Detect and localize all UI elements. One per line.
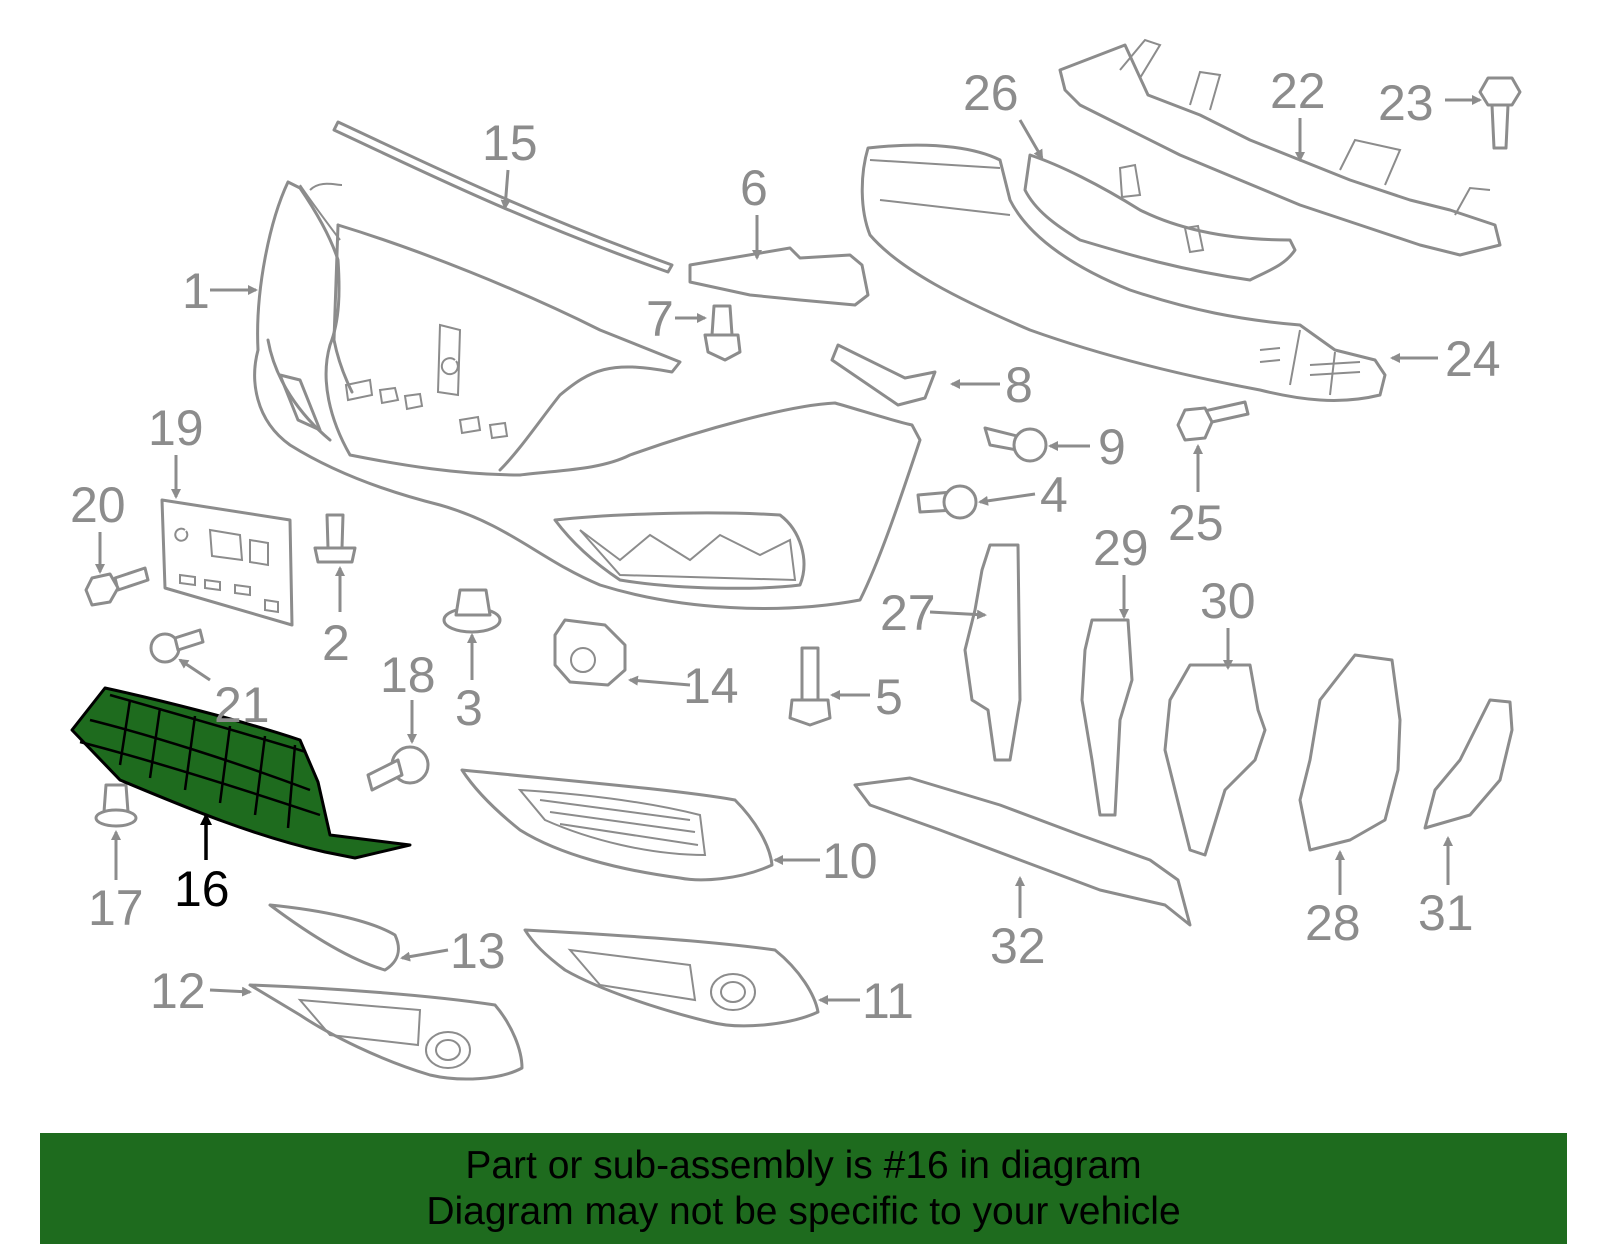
callout-18: 18 <box>380 647 436 703</box>
callout-labels: 1 2 3 4 5 6 7 8 9 10 11 12 13 14 15 16 1… <box>70 63 1501 1029</box>
callout-16: 16 <box>174 861 230 917</box>
part-27-bracket <box>963 543 1022 762</box>
leader-lines <box>95 95 1482 1005</box>
part-17-clip <box>94 783 138 828</box>
part-32-lower-bar <box>853 776 1192 927</box>
part-23-bolt <box>1478 76 1522 150</box>
callout-30: 30 <box>1200 573 1256 629</box>
callout-19: 19 <box>148 400 204 456</box>
callout-17: 17 <box>88 880 144 936</box>
callout-13: 13 <box>450 923 506 979</box>
callout-14: 14 <box>683 658 739 714</box>
callout-26: 26 <box>963 65 1019 121</box>
callout-24: 24 <box>1445 331 1501 387</box>
part-15-molding <box>332 120 674 274</box>
callout-6: 6 <box>740 160 768 216</box>
callout-31: 31 <box>1418 885 1474 941</box>
callout-32: 32 <box>990 918 1046 974</box>
part-29-bracket <box>1080 618 1134 817</box>
part-31-bracket <box>1423 698 1514 830</box>
callout-9: 9 <box>1098 419 1126 475</box>
part-26-absorber <box>1023 153 1297 282</box>
part-28-bracket <box>1298 653 1402 852</box>
part-2-clip <box>313 513 357 564</box>
part-4-clip <box>916 484 978 520</box>
callout-25: 25 <box>1168 495 1224 551</box>
callout-28: 28 <box>1305 895 1361 951</box>
callout-27: 27 <box>880 585 936 641</box>
callout-4: 4 <box>1040 467 1068 523</box>
banner-line-disclaimer: Diagram may not be specific to your vehi… <box>426 1189 1181 1233</box>
callout-8: 8 <box>1005 357 1033 413</box>
callout-7: 7 <box>646 291 674 347</box>
callout-22: 22 <box>1270 63 1326 119</box>
part-12-fog-garnish <box>248 983 524 1081</box>
callout-23: 23 <box>1378 75 1434 131</box>
part-21-screw <box>149 628 205 664</box>
part-14-sensor-holder <box>553 618 627 687</box>
info-banner: Part or sub-assembly is #16 in diagram D… <box>40 1133 1567 1244</box>
part-20-bolt <box>84 566 150 607</box>
part-25-bolt <box>1176 400 1250 442</box>
callout-21: 21 <box>214 677 270 733</box>
part-30-bracket <box>1163 663 1267 857</box>
part-19-plate-bracket <box>160 498 294 627</box>
part-3-clip <box>442 588 502 634</box>
callout-3: 3 <box>455 680 483 736</box>
part-22-beam <box>1058 43 1502 257</box>
part-1-bumper-cover <box>253 180 922 610</box>
part-5-bolt <box>788 646 832 727</box>
callout-29: 29 <box>1093 520 1149 576</box>
part-9-clip <box>983 426 1048 463</box>
callout-20: 20 <box>70 477 126 533</box>
callout-1: 1 <box>182 263 210 319</box>
part-13-cover <box>268 903 400 972</box>
callout-2: 2 <box>322 615 350 671</box>
callout-15: 15 <box>482 115 538 171</box>
callout-5: 5 <box>875 669 903 725</box>
part-6-bracket <box>688 246 870 307</box>
part-11-fog-garnish <box>523 928 820 1028</box>
banner-line-part-number: Part or sub-assembly is #16 in diagram <box>465 1143 1142 1187</box>
part-10-grille-garnish <box>460 768 774 882</box>
part-18-clip <box>366 745 430 792</box>
part-16-lower-grille <box>70 686 412 860</box>
callout-12: 12 <box>150 963 206 1019</box>
callout-10: 10 <box>822 833 878 889</box>
part-24-reinforcement <box>860 143 1387 402</box>
callout-11: 11 <box>862 973 914 1029</box>
part-7-clip <box>703 304 742 362</box>
part-8-strip <box>830 343 937 407</box>
